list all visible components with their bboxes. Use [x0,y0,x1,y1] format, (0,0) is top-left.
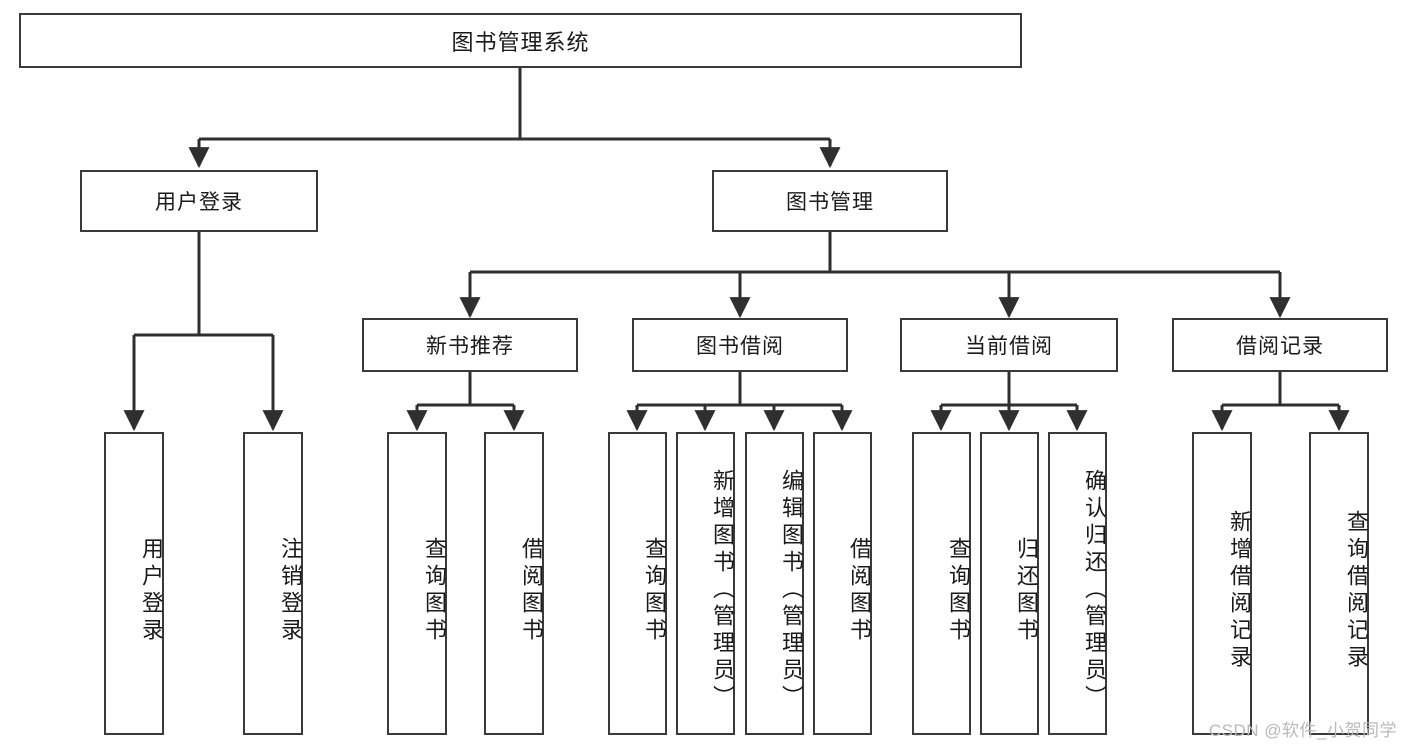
node-user-login[interactable]: 用户登录 [80,170,318,232]
node-new-book-recommend[interactable]: 新书推荐 [362,318,578,372]
node-borrow-record[interactable]: 借阅记录 [1172,318,1388,372]
leaf-current-borrow-return[interactable]: 归还图书 [980,432,1039,735]
leaf-book-borrow-edit[interactable]: 编辑图书（管理员） [745,432,804,735]
node-root-system[interactable]: 图书管理系统 [19,13,1022,68]
leaf-user-login-login[interactable]: 用户登录 [104,432,164,735]
node-book-management[interactable]: 图书管理 [712,170,948,232]
leaf-current-borrow-query[interactable]: 查询图书 [912,432,971,735]
leaf-new-book-query[interactable]: 查询图书 [387,432,447,735]
csdn-watermark: CSDN @软件_小贺同学 [1208,721,1397,740]
node-book-borrow[interactable]: 图书借阅 [632,318,848,372]
leaf-borrow-record-query[interactable]: 查询借阅记录 [1309,432,1369,735]
leaf-user-login-logout[interactable]: 注销登录 [243,432,303,735]
node-current-borrow[interactable]: 当前借阅 [900,318,1118,372]
leaf-new-book-borrow[interactable]: 借阅图书 [484,432,544,735]
leaf-current-borrow-confirm[interactable]: 确认归还（管理员） [1048,432,1107,735]
leaf-book-borrow-borrow[interactable]: 借阅图书 [813,432,872,735]
leaf-book-borrow-query[interactable]: 查询图书 [608,432,667,735]
leaf-borrow-record-add[interactable]: 新增借阅记录 [1192,432,1252,735]
leaf-book-borrow-add[interactable]: 新增图书（管理员） [676,432,735,735]
